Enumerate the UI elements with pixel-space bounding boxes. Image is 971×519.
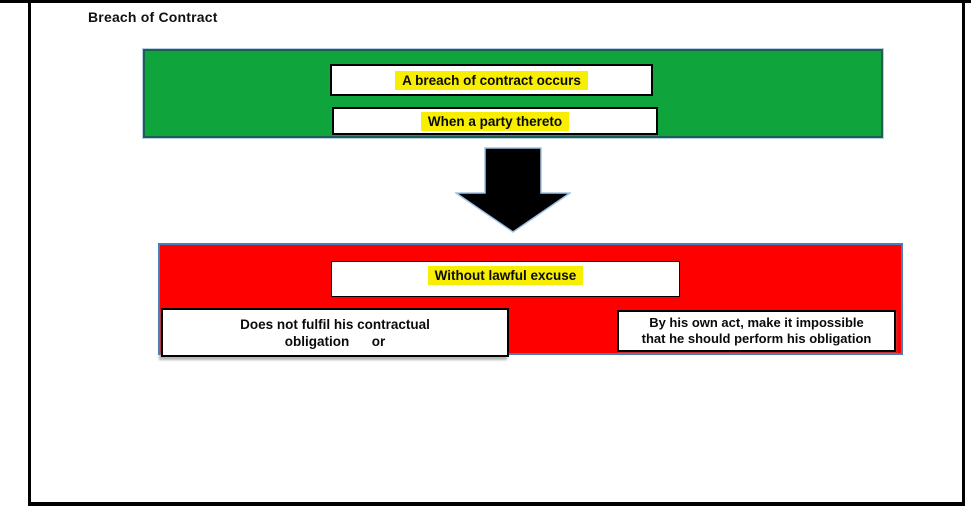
page-title: Breach of Contract <box>88 9 218 25</box>
box-without-lawful-excuse: Without lawful excuse <box>331 261 680 297</box>
box-breach-occurs: A breach of contract occurs <box>330 64 653 96</box>
outer-frame <box>28 0 965 506</box>
highlighted-text-without-lawful-excuse: Without lawful excuse <box>427 266 584 285</box>
box-does-not-fulfil-line2: obligation or <box>284 333 386 349</box>
highlighted-text-breach-occurs: A breach of contract occurs <box>395 70 588 90</box>
box-party-thereto: When a party thereto <box>332 107 658 135</box>
box-by-his-own-act: By his own act, make it impossible that … <box>617 310 896 352</box>
box-does-not-fulfil: Does not fulfil his contractual obligati… <box>161 308 509 357</box>
box-does-not-fulfil-line1: Does not fulfil his contractual <box>240 316 430 332</box>
highlighted-text-party-thereto: When a party thereto <box>420 111 570 131</box>
box-by-his-own-act-line1: By his own act, make it impossible <box>649 315 864 330</box>
down-arrow-icon <box>455 147 571 233</box>
box-by-his-own-act-line2: that he should perform his obligation <box>641 331 872 346</box>
